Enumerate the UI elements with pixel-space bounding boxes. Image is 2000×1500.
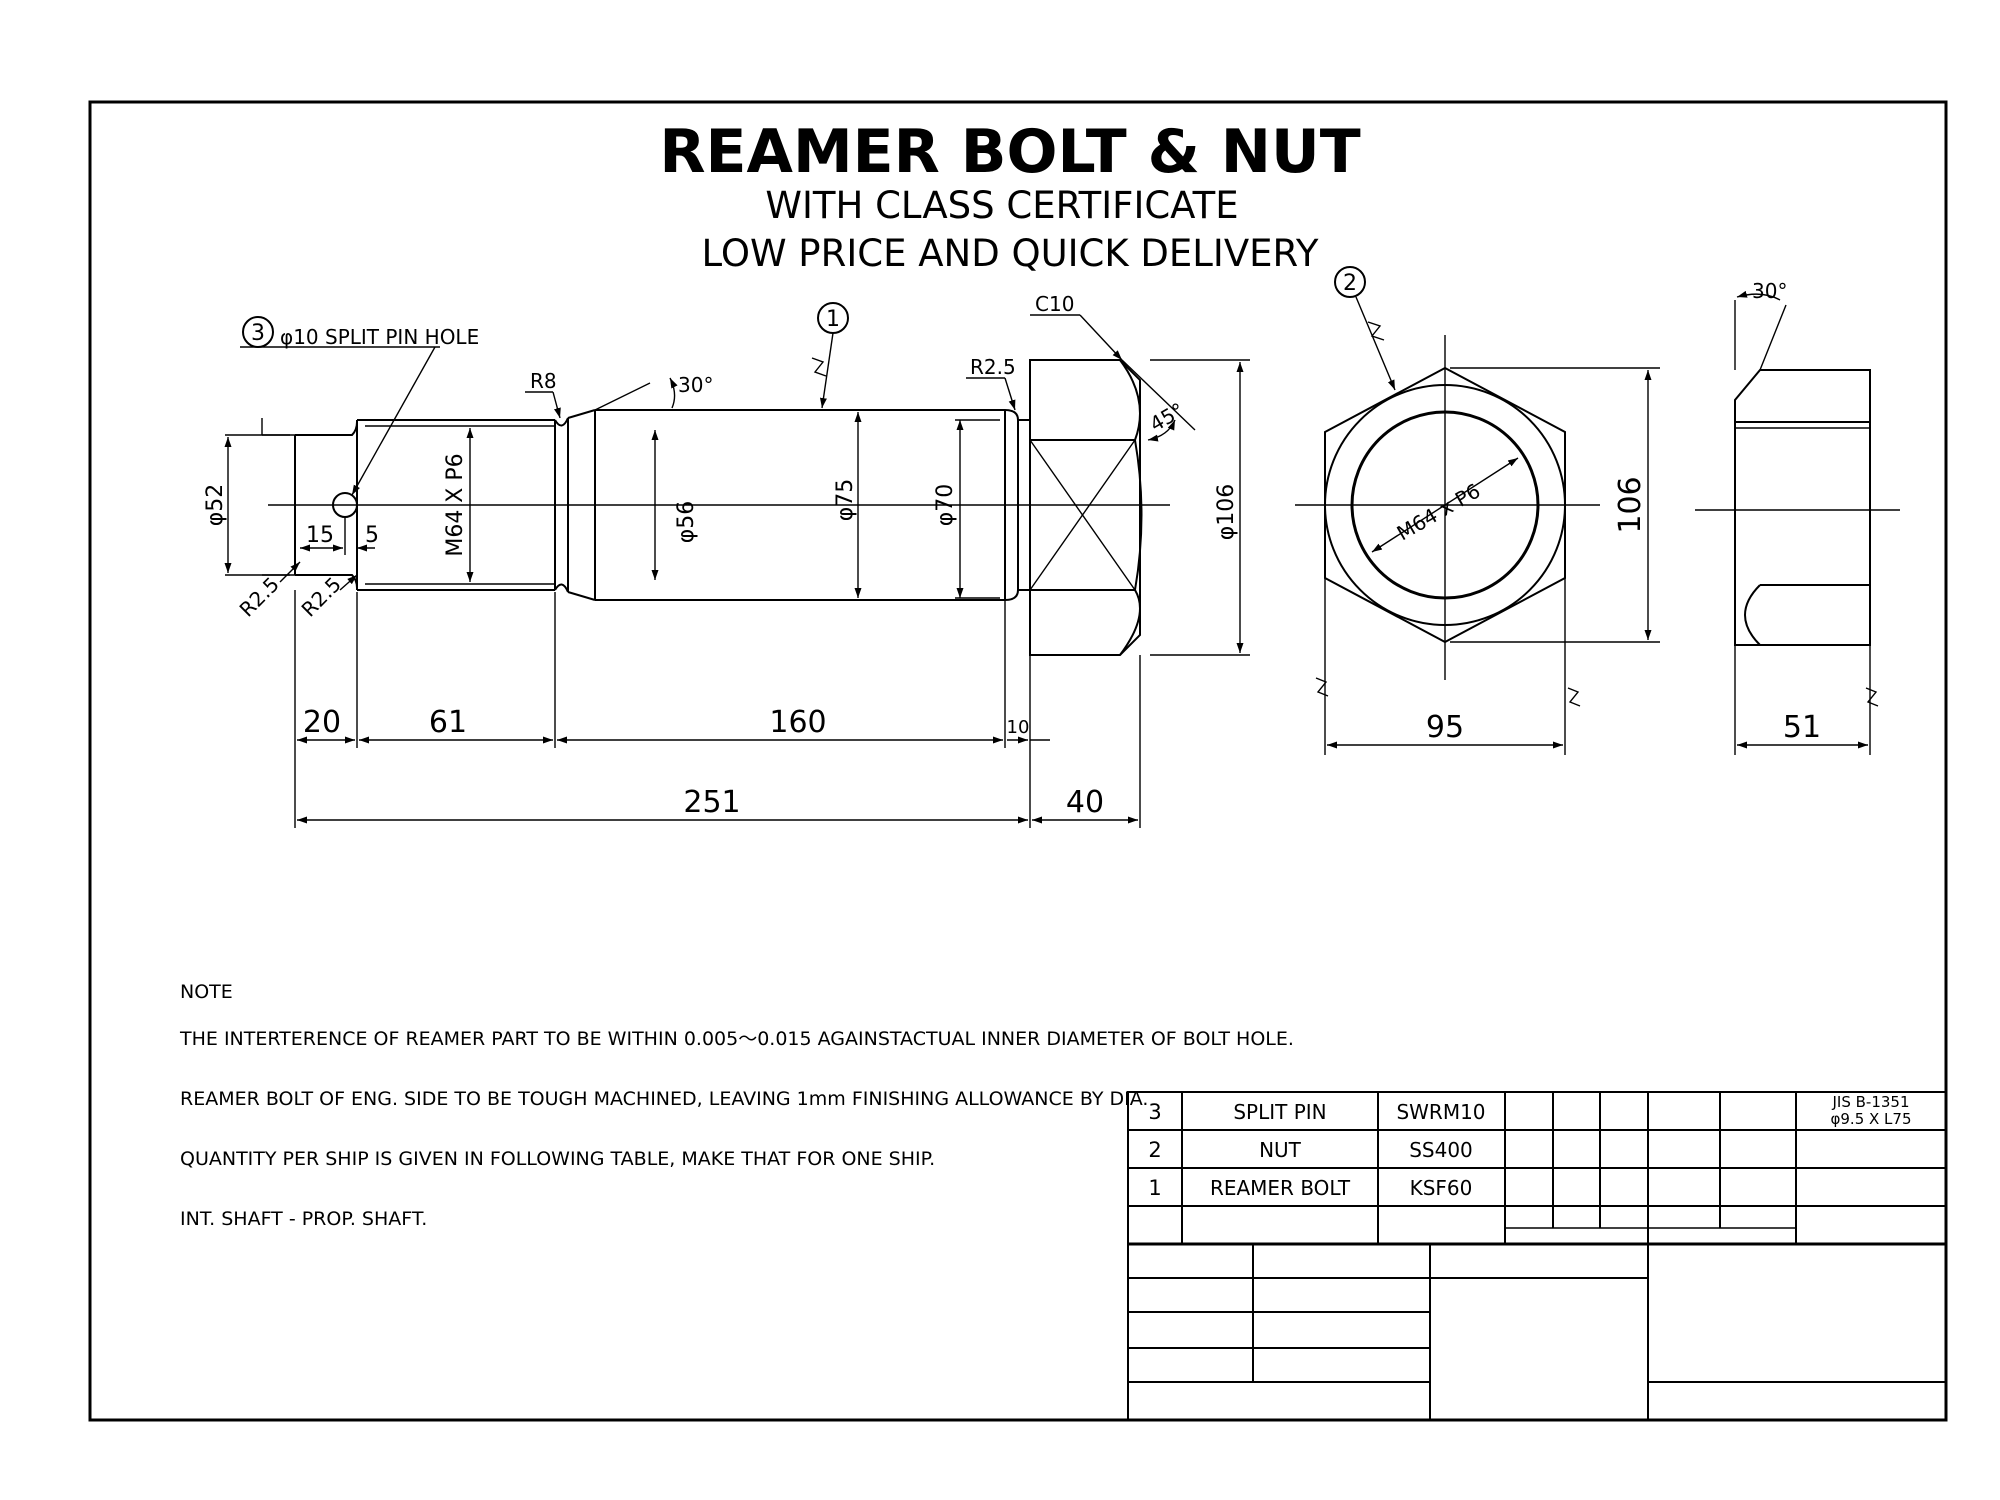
- dim-phi52: φ52: [203, 484, 228, 527]
- drawing-subtitle-certificate: WITH CLASS CERTIFICATE: [765, 184, 1238, 227]
- svg-text:3: 3: [251, 321, 265, 346]
- part-3-remark-standard: JIS B-1351: [1831, 1093, 1909, 1111]
- part-1-no: 1: [1148, 1176, 1161, 1200]
- dim-5: 5: [365, 523, 379, 548]
- callout-r25-thread: R2.5: [297, 572, 346, 621]
- split-pin-hole: [332, 492, 358, 518]
- drawing-subtitle-delivery: LOW PRICE AND QUICK DELIVERY: [702, 232, 1319, 275]
- part-3-no: 3: [1148, 1100, 1161, 1124]
- callout-split-pin-hole: φ10 SPLIT PIN HOLE: [280, 325, 479, 349]
- nut-bore-circle: [1350, 410, 1540, 600]
- part-2-no: 2: [1148, 1138, 1161, 1162]
- dim-nut-106: 106: [1613, 476, 1648, 533]
- dim-phi75: φ75: [833, 479, 858, 522]
- part-2-material: SS400: [1409, 1138, 1473, 1162]
- notes-block: NOTE THE INTERTERENCE OF REAMER PART TO …: [179, 981, 1294, 1230]
- part-1-name: REAMER BOLT: [1210, 1176, 1351, 1200]
- dim-phi70: φ70: [933, 484, 958, 527]
- dim-nut-95: 95: [1426, 710, 1464, 745]
- callout-c10: C10: [1035, 292, 1074, 316]
- dim-160: 160: [769, 705, 826, 740]
- note-line-2: REAMER BOLT OF ENG. SIDE TO BE TOUGH MAC…: [180, 1088, 1148, 1110]
- note-line-1: THE INTERTERENCE OF REAMER PART TO BE WI…: [179, 1028, 1294, 1050]
- parts-list-table: 3 SPLIT PIN SWRM10 JIS B-1351 φ9.5 X L75…: [1127, 1091, 1947, 1421]
- nut-side-view: 30° 51: [1695, 279, 1900, 755]
- nut-front-view: M64 x P6 2 106 95: [1295, 266, 1660, 755]
- callout-r25-tip: R2.5: [235, 572, 284, 621]
- part-2-name: NUT: [1259, 1138, 1302, 1162]
- dim-nut-51: 51: [1783, 710, 1821, 745]
- dim-20: 20: [303, 705, 341, 740]
- part-3-material: SWRM10: [1396, 1100, 1485, 1124]
- part-3-name: SPLIT PIN: [1233, 1100, 1326, 1124]
- note-line-4: INT. SHAFT - PROP. SHAFT.: [180, 1208, 427, 1230]
- drawing-title: REAMER BOLT & NUT: [659, 117, 1360, 187]
- dim-phi106: φ106: [1214, 484, 1239, 541]
- dim-phi56: φ56: [674, 501, 699, 544]
- part-3-remark-size: φ9.5 X L75: [1830, 1110, 1911, 1128]
- callout-angle-45: 45°: [1146, 398, 1189, 437]
- callout-angle-30-bolt: 30°: [678, 373, 713, 397]
- note-line-3: QUANTITY PER SHIP IS GIVEN IN FOLLOWING …: [180, 1148, 935, 1170]
- part-1-material: KSF60: [1410, 1176, 1473, 1200]
- dim-nut-thread: M64 x P6: [1393, 479, 1485, 546]
- svg-text:1: 1: [826, 307, 840, 332]
- dim-61: 61: [429, 705, 467, 740]
- bolt-side-view: [268, 359, 1170, 656]
- callout-r25-head: R2.5: [970, 355, 1016, 379]
- bolt-dimensions: φ52 15 5 M64 X P6 φ56 φ75 φ70 φ106: [203, 359, 1250, 828]
- callout-r8: R8: [530, 369, 557, 393]
- svg-text:2: 2: [1343, 271, 1357, 296]
- dim-10: 10: [1007, 717, 1030, 738]
- bolt-callouts: 3 φ10 SPLIT PIN HOLE R8 30° 1 R2.5 C10 4…: [235, 292, 1196, 622]
- balloon-2: [1334, 266, 1366, 298]
- dim-251: 251: [683, 785, 740, 820]
- dim-40: 40: [1066, 785, 1104, 820]
- nut-chamfer-circle: [1324, 384, 1566, 626]
- callout-angle-30-nut: 30°: [1752, 279, 1787, 303]
- dim-thread-m64: M64 X P6: [443, 453, 468, 556]
- drawing-border: [88, 100, 1948, 1422]
- dim-15: 15: [306, 523, 334, 548]
- notes-heading: NOTE: [180, 981, 233, 1003]
